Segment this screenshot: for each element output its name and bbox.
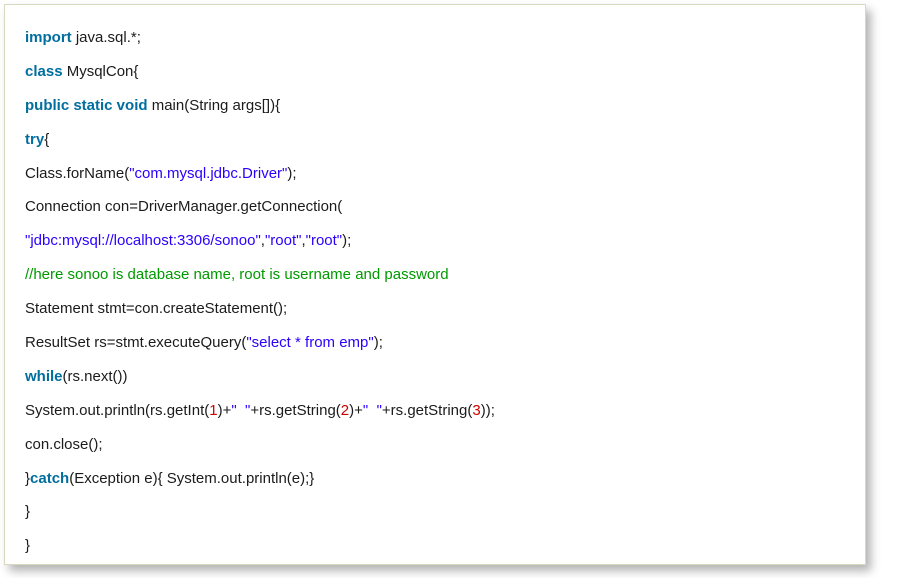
- code-segment-plain: )+: [349, 401, 363, 419]
- code-line: import java.sql.*;: [25, 21, 857, 55]
- code-segment-number: 2: [340, 401, 350, 419]
- code-segment-plain: }: [25, 469, 31, 487]
- code-segment-string: " ": [231, 401, 251, 419]
- code-segment-plain: ));: [480, 401, 495, 419]
- code-segment-plain: );: [342, 232, 352, 250]
- code-line: System.out.println(rs.getInt(1)+" "+rs.g…: [25, 394, 857, 428]
- code-line: con.close();: [25, 428, 857, 462]
- code-line: try{: [25, 123, 857, 157]
- code-line: "jdbc:mysql://localhost:3306/sonoo","roo…: [25, 224, 857, 258]
- code-segment-plain: (rs.next()): [62, 367, 128, 385]
- code-segment-plain: java.sql.*;: [71, 29, 141, 46]
- code-segment-plain: Statement stmt=con.createStatement();: [25, 300, 288, 318]
- code-line: class MysqlCon{: [25, 55, 857, 89]
- code-segment-keyword: try: [25, 130, 45, 148]
- code-segment-plain: System.out.println(rs.getInt(: [25, 401, 210, 419]
- code-segment-keyword: catch: [30, 469, 70, 487]
- code-segment-plain: +rs.getString(: [381, 401, 473, 419]
- code-line: ResultSet rs=stmt.executeQuery("select *…: [25, 326, 857, 360]
- code-segment-string: "root": [264, 232, 302, 250]
- code-segment-plain: );: [287, 164, 297, 182]
- code-line: }catch(Exception e){ System.out.println(…: [25, 462, 857, 496]
- code-segment-plain: ,: [260, 232, 265, 250]
- code-segment-string: " ": [362, 401, 382, 419]
- code-line: //here sonoo is database name, root is u…: [25, 258, 857, 292]
- code-segment-plain: Connection con=DriverManager.getConnecti…: [25, 198, 343, 216]
- code-segment-keyword: class: [25, 62, 63, 80]
- code-line: }: [25, 495, 857, 529]
- code-segment-keyword: import: [25, 29, 72, 46]
- code-segment-plain: MysqlCon{: [62, 62, 139, 80]
- code-segment-string: "select * from emp": [246, 334, 374, 352]
- code-segment-plain: ResultSet rs=stmt.executeQuery(: [25, 334, 247, 352]
- code-segment-string: "com.mysql.jdbc.Driver": [129, 164, 288, 182]
- code-segment-comment: //here sonoo is database name, root is u…: [25, 266, 449, 284]
- code-line: public static void main(String args[]){: [25, 89, 857, 123]
- code-segment-plain: +rs.getString(: [250, 401, 341, 419]
- code-segment-plain: main(String args[]){: [147, 96, 281, 114]
- code-segment-keyword: public static void: [25, 96, 148, 114]
- code-line: Class.forName("com.mysql.jdbc.Driver");: [25, 157, 857, 191]
- code-segment-plain: }: [25, 537, 31, 555]
- code-segment-plain: )+: [217, 401, 232, 419]
- code-segment-number: 1: [209, 401, 218, 419]
- code-segment-plain: (Exception e){ System.out.println(e);}: [69, 469, 315, 487]
- code-segment-string: "root": [305, 232, 343, 250]
- code-lines: import java.sql.*;class MysqlCon{public …: [25, 21, 857, 563]
- code-line: Connection con=DriverManager.getConnecti…: [25, 190, 857, 224]
- code-segment-plain: );: [373, 334, 383, 352]
- code-line: }: [25, 529, 857, 563]
- code-segment-string: "jdbc:mysql://localhost:3306/sonoo": [25, 232, 261, 250]
- code-segment-plain: Class.forName(: [25, 164, 130, 182]
- code-segment-plain: {: [44, 130, 50, 148]
- java-code-block: import java.sql.*;class MysqlCon{public …: [4, 4, 866, 565]
- code-segment-plain: ,: [301, 232, 306, 250]
- code-segment-keyword: while: [25, 367, 63, 385]
- code-line: Statement stmt=con.createStatement();: [25, 292, 857, 326]
- code-segment-plain: }: [25, 503, 31, 521]
- code-line: while(rs.next()): [25, 360, 857, 394]
- code-segment-plain: con.close();: [25, 435, 103, 453]
- code-segment-number: 3: [472, 401, 481, 419]
